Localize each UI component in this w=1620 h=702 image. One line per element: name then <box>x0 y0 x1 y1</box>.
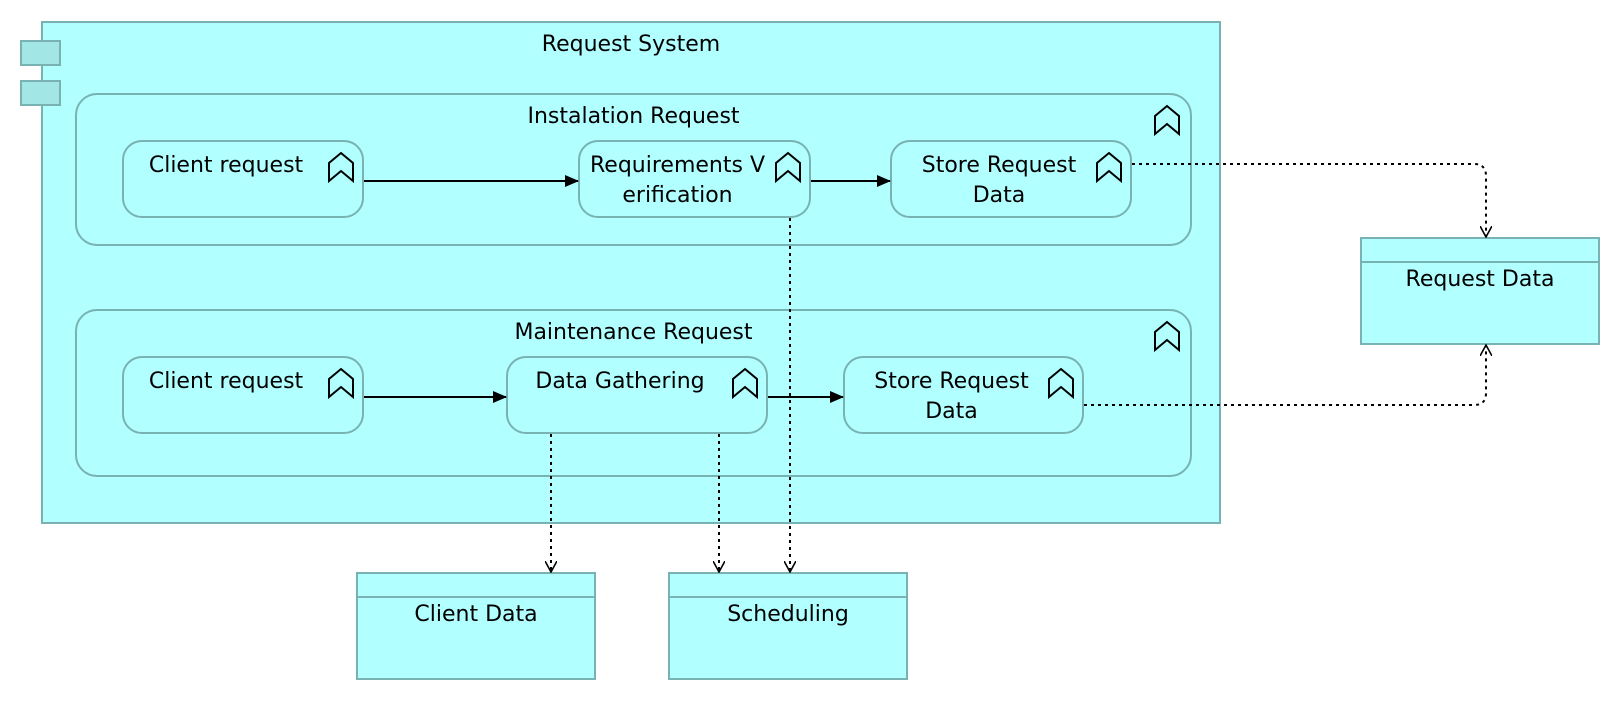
request-data-object[interactable]: Request Data <box>1360 237 1600 345</box>
installation-request-title: Instalation Request <box>527 104 740 129</box>
component-tab-bottom-icon <box>20 80 61 106</box>
function-chevron-icon <box>328 151 354 184</box>
requirements-verification-function[interactable]: Requirements Verification <box>578 140 811 218</box>
data-object-label: Request Data <box>1405 267 1555 292</box>
data-object-label: Client Data <box>414 602 538 627</box>
installation-client-request-function[interactable]: Client request <box>122 140 364 218</box>
function-label: Data Gathering <box>535 369 705 394</box>
data-object-header-divider <box>1362 261 1598 263</box>
data-object-header-divider <box>670 596 906 598</box>
function-chevron-icon <box>775 151 801 184</box>
function-label: Store Request Data <box>921 153 1077 208</box>
function-label: Client request <box>148 153 304 178</box>
component-tab-top-icon <box>20 40 61 66</box>
function-chevron-icon <box>732 367 758 400</box>
function-label: Requirements Verification <box>590 153 765 208</box>
maintenance-store-request-data-function[interactable]: Store Request Data <box>843 356 1084 434</box>
scheduling-data-object[interactable]: Scheduling <box>668 572 908 680</box>
maintenance-request-title: Maintenance Request <box>514 320 753 345</box>
function-chevron-icon <box>1154 104 1180 137</box>
function-chevron-icon <box>328 367 354 400</box>
client-data-object[interactable]: Client Data <box>356 572 596 680</box>
data-object-label: Scheduling <box>727 602 849 627</box>
data-gathering-function[interactable]: Data Gathering <box>506 356 768 434</box>
installation-store-request-data-function[interactable]: Store Request Data <box>890 140 1132 218</box>
request-system-title: Request System <box>541 32 721 57</box>
data-object-header-divider <box>358 596 594 598</box>
maintenance-client-request-function[interactable]: Client request <box>122 356 364 434</box>
function-label: Store Request Data <box>874 369 1029 424</box>
function-chevron-icon <box>1154 320 1180 353</box>
function-chevron-icon <box>1096 151 1122 184</box>
function-label: Client request <box>148 369 304 394</box>
function-chevron-icon <box>1048 367 1074 400</box>
